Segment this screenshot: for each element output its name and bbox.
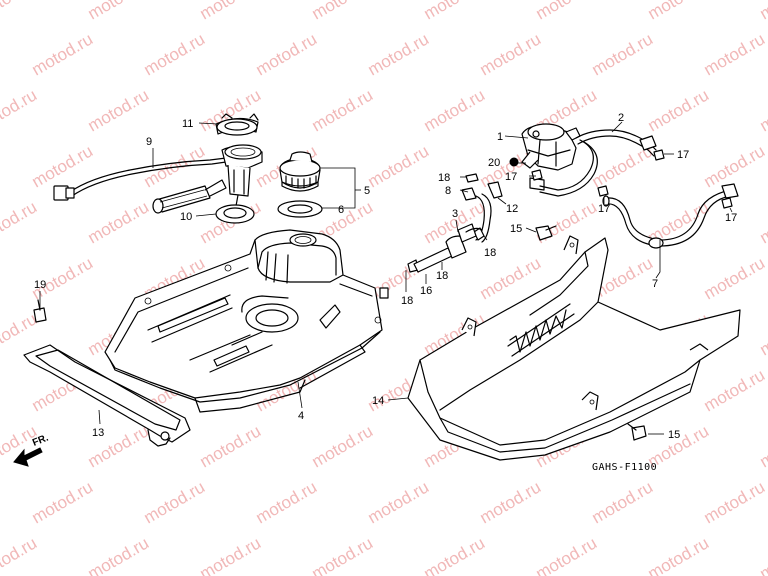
hose-clips: [531, 149, 733, 209]
watermark-text: motod.ru: [365, 141, 433, 191]
callout-2: 2: [618, 112, 624, 124]
fuel-hose-2: [529, 129, 657, 197]
callout-15a: 15: [510, 223, 522, 235]
callout-16: 16: [420, 285, 432, 297]
watermark-text: motod.ru: [533, 533, 601, 576]
watermark-text: motod.ru: [141, 477, 209, 527]
under-cover: [407, 235, 741, 461]
callout-12: 12: [506, 203, 518, 215]
callout-17d: 17: [505, 171, 517, 183]
watermark-text: motod.ru: [0, 197, 40, 247]
small-fittings: [407, 157, 519, 273]
watermark-text: motod.ru: [421, 85, 489, 135]
gasket: [215, 204, 255, 224]
direction-arrow: [13, 447, 43, 467]
callout-14: 14: [372, 395, 384, 407]
callout-18a: 18: [438, 172, 450, 184]
watermark-text: motod.ru: [533, 197, 601, 247]
watermark-text: motod.ru: [757, 421, 768, 471]
diagram-code: GAHS-F1100: [592, 462, 657, 473]
watermark-text: motod.ru: [365, 29, 433, 79]
leader-lines: [39, 121, 733, 435]
watermark-text: motod.ru: [701, 29, 768, 79]
callout-19: 19: [34, 279, 46, 291]
watermark-text: motod.ru: [309, 85, 377, 135]
callout-1: 1: [497, 131, 503, 143]
watermark-text: motod.ru: [645, 0, 713, 23]
watermark-text: motod.ru: [309, 533, 377, 576]
watermark-text: motod.ru: [0, 85, 40, 135]
callout-15b: 15: [668, 429, 680, 441]
callout-5: 5: [364, 185, 370, 197]
callout-7: 7: [652, 278, 658, 290]
watermark-text: motod.ru: [197, 421, 265, 471]
watermark-text: motod.ru: [757, 533, 768, 576]
watermark-text: motod.ru: [309, 421, 377, 471]
watermark-text: motod.ru: [29, 141, 97, 191]
callout-4: 4: [298, 410, 304, 422]
callout-11: 11: [182, 118, 193, 130]
set-plate: [215, 113, 259, 136]
watermark-text: motod.ru: [421, 0, 489, 23]
fuel-gauge-unit: [53, 144, 263, 214]
watermark-text: motod.ru: [29, 477, 97, 527]
fuel-filter: [413, 223, 483, 273]
callout-20: 20: [488, 157, 500, 169]
watermark-text: motod.ru: [757, 197, 768, 247]
watermark-text: motod.ru: [757, 0, 768, 23]
watermark-text: motod.ru: [85, 197, 153, 247]
watermark-text: motod.ru: [645, 85, 713, 135]
cap-gasket: [277, 200, 323, 218]
callout-18c: 18: [436, 270, 448, 282]
watermark-text: motod.ru: [29, 29, 97, 79]
callout-17b: 17: [598, 203, 610, 215]
watermark-text: motod.ru: [757, 309, 768, 359]
watermark-text: motod.ru: [589, 477, 657, 527]
watermark-text: motod.ru: [701, 365, 768, 415]
watermark-text: motod.ru: [365, 477, 433, 527]
watermark-text: motod.ru: [421, 533, 489, 576]
fuel-tank: [104, 229, 389, 413]
watermark-text: motod.ru: [85, 533, 153, 576]
watermark-text: motod.ru: [253, 29, 321, 79]
callout-6: 6: [338, 204, 344, 216]
callout-10: 10: [180, 211, 192, 223]
callout-17a: 17: [677, 149, 689, 161]
watermark-text: motod.ru: [197, 0, 265, 23]
callout-17c: 17: [725, 212, 737, 224]
watermark-text: motod.ru: [477, 477, 545, 527]
callout-13: 13: [92, 427, 104, 439]
watermark-text: motod.ru: [141, 29, 209, 79]
watermark-text: motod.ru: [85, 85, 153, 135]
watermark-text: motod.ru: [533, 0, 601, 23]
watermark-text: motod.ru: [701, 253, 768, 303]
watermark-text: motod.ru: [253, 477, 321, 527]
tank-strap: [23, 344, 191, 447]
watermark-text: motod.ru: [85, 0, 153, 23]
callout-18b: 18: [484, 247, 496, 259]
fuel-cap: [279, 151, 321, 192]
callout-3: 3: [452, 208, 458, 220]
watermark-text: motod.ru: [0, 533, 40, 576]
callout-8: 8: [445, 185, 451, 197]
watermark-text: motod.ru: [0, 0, 40, 23]
bolts: [33, 225, 647, 441]
watermark-text: motod.ru: [309, 0, 377, 23]
fuel-hose-7: [602, 183, 739, 249]
watermark-text: motod.ru: [701, 477, 768, 527]
callout-labels: 11 9 10 5 6 4 13 19 1 2 17 17 17 17 7 20…: [34, 112, 737, 441]
watermark-text: motod.ru: [589, 29, 657, 79]
watermark-text: motod.ru: [477, 29, 545, 79]
watermark-text: motod.ru: [197, 533, 265, 576]
callout-9: 9: [146, 136, 152, 148]
watermark-text: motod.ru: [757, 85, 768, 135]
callout-18d: 18: [401, 295, 413, 307]
watermark-text: motod.ru: [645, 533, 713, 576]
fuel-pump: [521, 123, 581, 171]
